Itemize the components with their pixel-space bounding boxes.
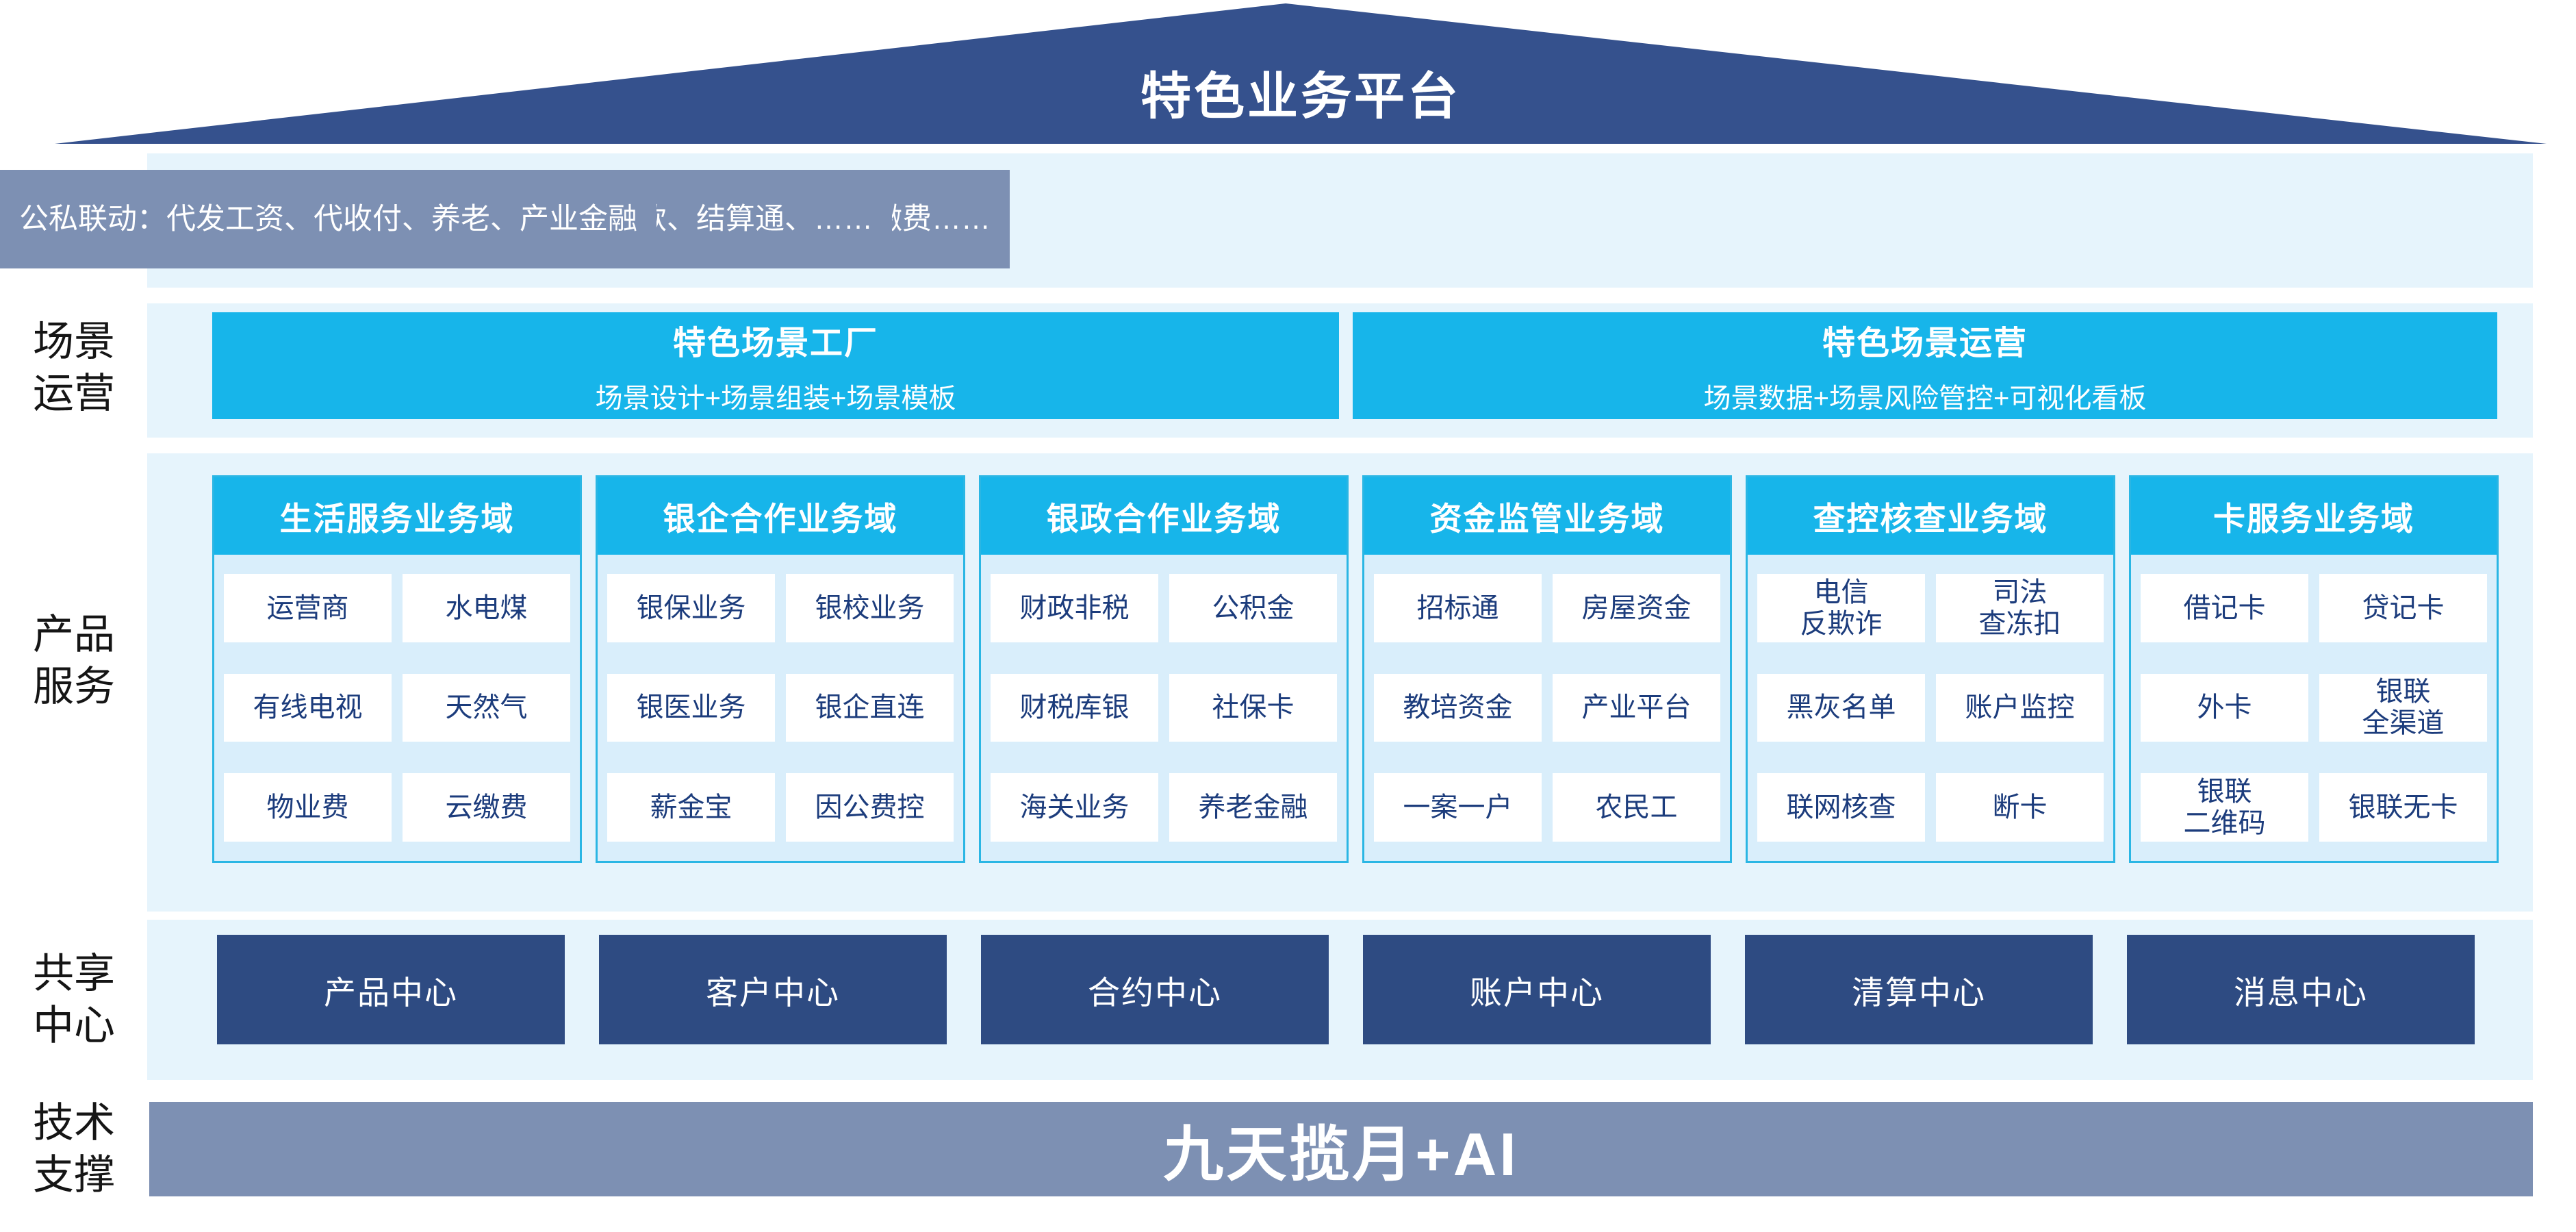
- domain-card-life-services: 生活服务业务域 运营商 水电煤 有线电视 天然气 物业费 云缴费: [212, 475, 582, 863]
- row-label-operation: 场景 运营: [0, 316, 148, 420]
- product-item: 银联 全渠道: [2319, 673, 2487, 742]
- product-item: 养老金融: [1169, 773, 1337, 842]
- scenario-factory-subtitle: 场景设计+场景组装+场景模板: [595, 384, 956, 414]
- domain-card-header: 银政合作业务域: [981, 477, 1347, 555]
- row-label-shared-line1: 共享: [33, 951, 115, 996]
- product-item: 电信 反欺诈: [1757, 574, 1925, 642]
- scenario-factory-box: 特色场景工厂 场景设计+场景组装+场景模板: [212, 312, 1339, 419]
- product-item: 产业平台: [1553, 673, 1720, 742]
- row-label-shared-line2: 中心: [33, 1003, 115, 1048]
- product-item: 运营商: [224, 574, 392, 642]
- product-item: 断卡: [1936, 773, 2104, 842]
- product-item: 农民工: [1553, 773, 1720, 842]
- row-label-tech: 技术 支撑: [0, 1097, 148, 1201]
- shared-center-customer: 客户中心: [599, 935, 947, 1044]
- row-label-operation-line1: 场景: [33, 318, 115, 364]
- domain-card-body: 电信 反欺诈 司法 查冻扣 黑灰名单 账户监控 联网核查 断卡: [1748, 555, 2113, 861]
- product-item: 银保业务: [607, 574, 775, 642]
- scenario-operation-title: 特色场景运营: [1822, 325, 2028, 362]
- domain-card-inspection-verification: 查控核查业务域 电信 反欺诈 司法 查冻扣 黑灰名单 账户监控 联网核查 断卡: [1746, 475, 2115, 863]
- domain-card-card-services: 卡服务业务域 借记卡 贷记卡 外卡 银联 全渠道 银联 二维码 银联无卡: [2129, 475, 2499, 863]
- product-item: 财政非税: [991, 574, 1158, 642]
- domain-card-body: 银保业务 银校业务 银医业务 银企直连 薪金宝 因公费控: [598, 555, 963, 861]
- row-label-shared: 共享 中心: [0, 948, 148, 1052]
- product-item: 水电煤: [403, 574, 570, 642]
- product-item: 云缴费: [403, 773, 570, 842]
- platform-title: 特色业务平台: [1140, 68, 1461, 125]
- shared-center-product: 产品中心: [217, 935, 565, 1044]
- product-item: 薪金宝: [607, 773, 775, 842]
- product-item: 银企直连: [786, 673, 954, 742]
- scenario-operation-box: 特色场景运营 场景数据+场景风险管控+可视化看板: [1353, 312, 2497, 419]
- shared-center-account: 账户中心: [1363, 935, 1711, 1044]
- domain-card-body: 运营商 水电煤 有线电视 天然气 物业费 云缴费: [214, 555, 580, 861]
- scenario-factory-title: 特色场景工厂: [672, 325, 878, 362]
- product-item: 银校业务: [786, 574, 954, 642]
- scenario-box-public-private: 公私联动：代发工资、代收付、养老、产业金融: [0, 170, 656, 268]
- tech-platform-title: 九天揽月+AI: [1163, 1120, 1519, 1188]
- row-label-products-line1: 产品: [33, 612, 115, 657]
- row-label-products: 产品 服务: [0, 609, 148, 713]
- product-item: 教培资金: [1374, 673, 1542, 742]
- product-item: 外卡: [2141, 673, 2308, 742]
- domain-card-body: 借记卡 贷记卡 外卡 银联 全渠道 银联 二维码 银联无卡: [2131, 555, 2497, 861]
- domain-card-header: 查控核查业务域: [1748, 477, 2113, 555]
- domain-card-header: 资金监管业务域: [1364, 477, 1730, 555]
- platform-roof: 特色业务平台: [55, 3, 2547, 144]
- product-item: 公积金: [1169, 574, 1337, 642]
- domain-card-body: 财政非税 公积金 财税库银 社保卡 海关业务 养老金融: [981, 555, 1347, 861]
- product-item: 财税库银: [991, 673, 1158, 742]
- product-item: 贷记卡: [2319, 574, 2487, 642]
- product-item: 招标通: [1374, 574, 1542, 642]
- domain-card-bank-government: 银政合作业务域 财政非税 公积金 财税库银 社保卡 海关业务 养老金融: [979, 475, 1349, 863]
- domain-card-header: 卡服务业务域: [2131, 477, 2497, 555]
- row-label-tech-line1: 技术: [33, 1100, 115, 1146]
- shared-center-contract: 合约中心: [981, 935, 1329, 1044]
- product-item: 银联无卡: [2319, 773, 2487, 842]
- domain-card-fund-supervision: 资金监管业务域 招标通 房屋资金 教培资金 产业平台 一案一户 农民工: [1362, 475, 1732, 863]
- domain-card-body: 招标通 房屋资金 教培资金 产业平台 一案一户 农民工: [1364, 555, 1730, 861]
- product-item: 一案一户: [1374, 773, 1542, 842]
- product-item: 黑灰名单: [1757, 673, 1925, 742]
- shared-center-message: 消息中心: [2127, 935, 2475, 1044]
- product-item: 因公费控: [786, 773, 954, 842]
- product-item: 账户监控: [1936, 673, 2104, 742]
- product-item: 天然气: [403, 673, 570, 742]
- domain-card-bank-enterprise: 银企合作业务域 银保业务 银校业务 银医业务 银企直连 薪金宝 因公费控: [596, 475, 965, 863]
- product-item: 海关业务: [991, 773, 1158, 842]
- scenario-operation-subtitle: 场景数据+场景风险管控+可视化看板: [1703, 384, 2147, 414]
- domain-card-header: 生活服务业务域: [214, 477, 580, 555]
- product-item: 房屋资金: [1553, 574, 1720, 642]
- product-item: 物业费: [224, 773, 392, 842]
- product-item: 有线电视: [224, 673, 392, 742]
- product-item: 司法 查冻扣: [1936, 574, 2104, 642]
- product-item: 银医业务: [607, 673, 775, 742]
- row-label-tech-line2: 支撑: [33, 1152, 115, 1198]
- product-item: 银联 二维码: [2141, 773, 2308, 842]
- domain-card-header: 银企合作业务域: [598, 477, 963, 555]
- row-label-operation-line2: 运营: [33, 370, 115, 416]
- tech-support-band: 九天揽月+AI: [149, 1102, 2533, 1196]
- row-label-products-line2: 服务: [33, 664, 115, 709]
- product-item: 借记卡: [2141, 574, 2308, 642]
- product-item: 联网核查: [1757, 773, 1925, 842]
- shared-center-clearing: 清算中心: [1745, 935, 2093, 1044]
- product-item: 社保卡: [1169, 673, 1337, 742]
